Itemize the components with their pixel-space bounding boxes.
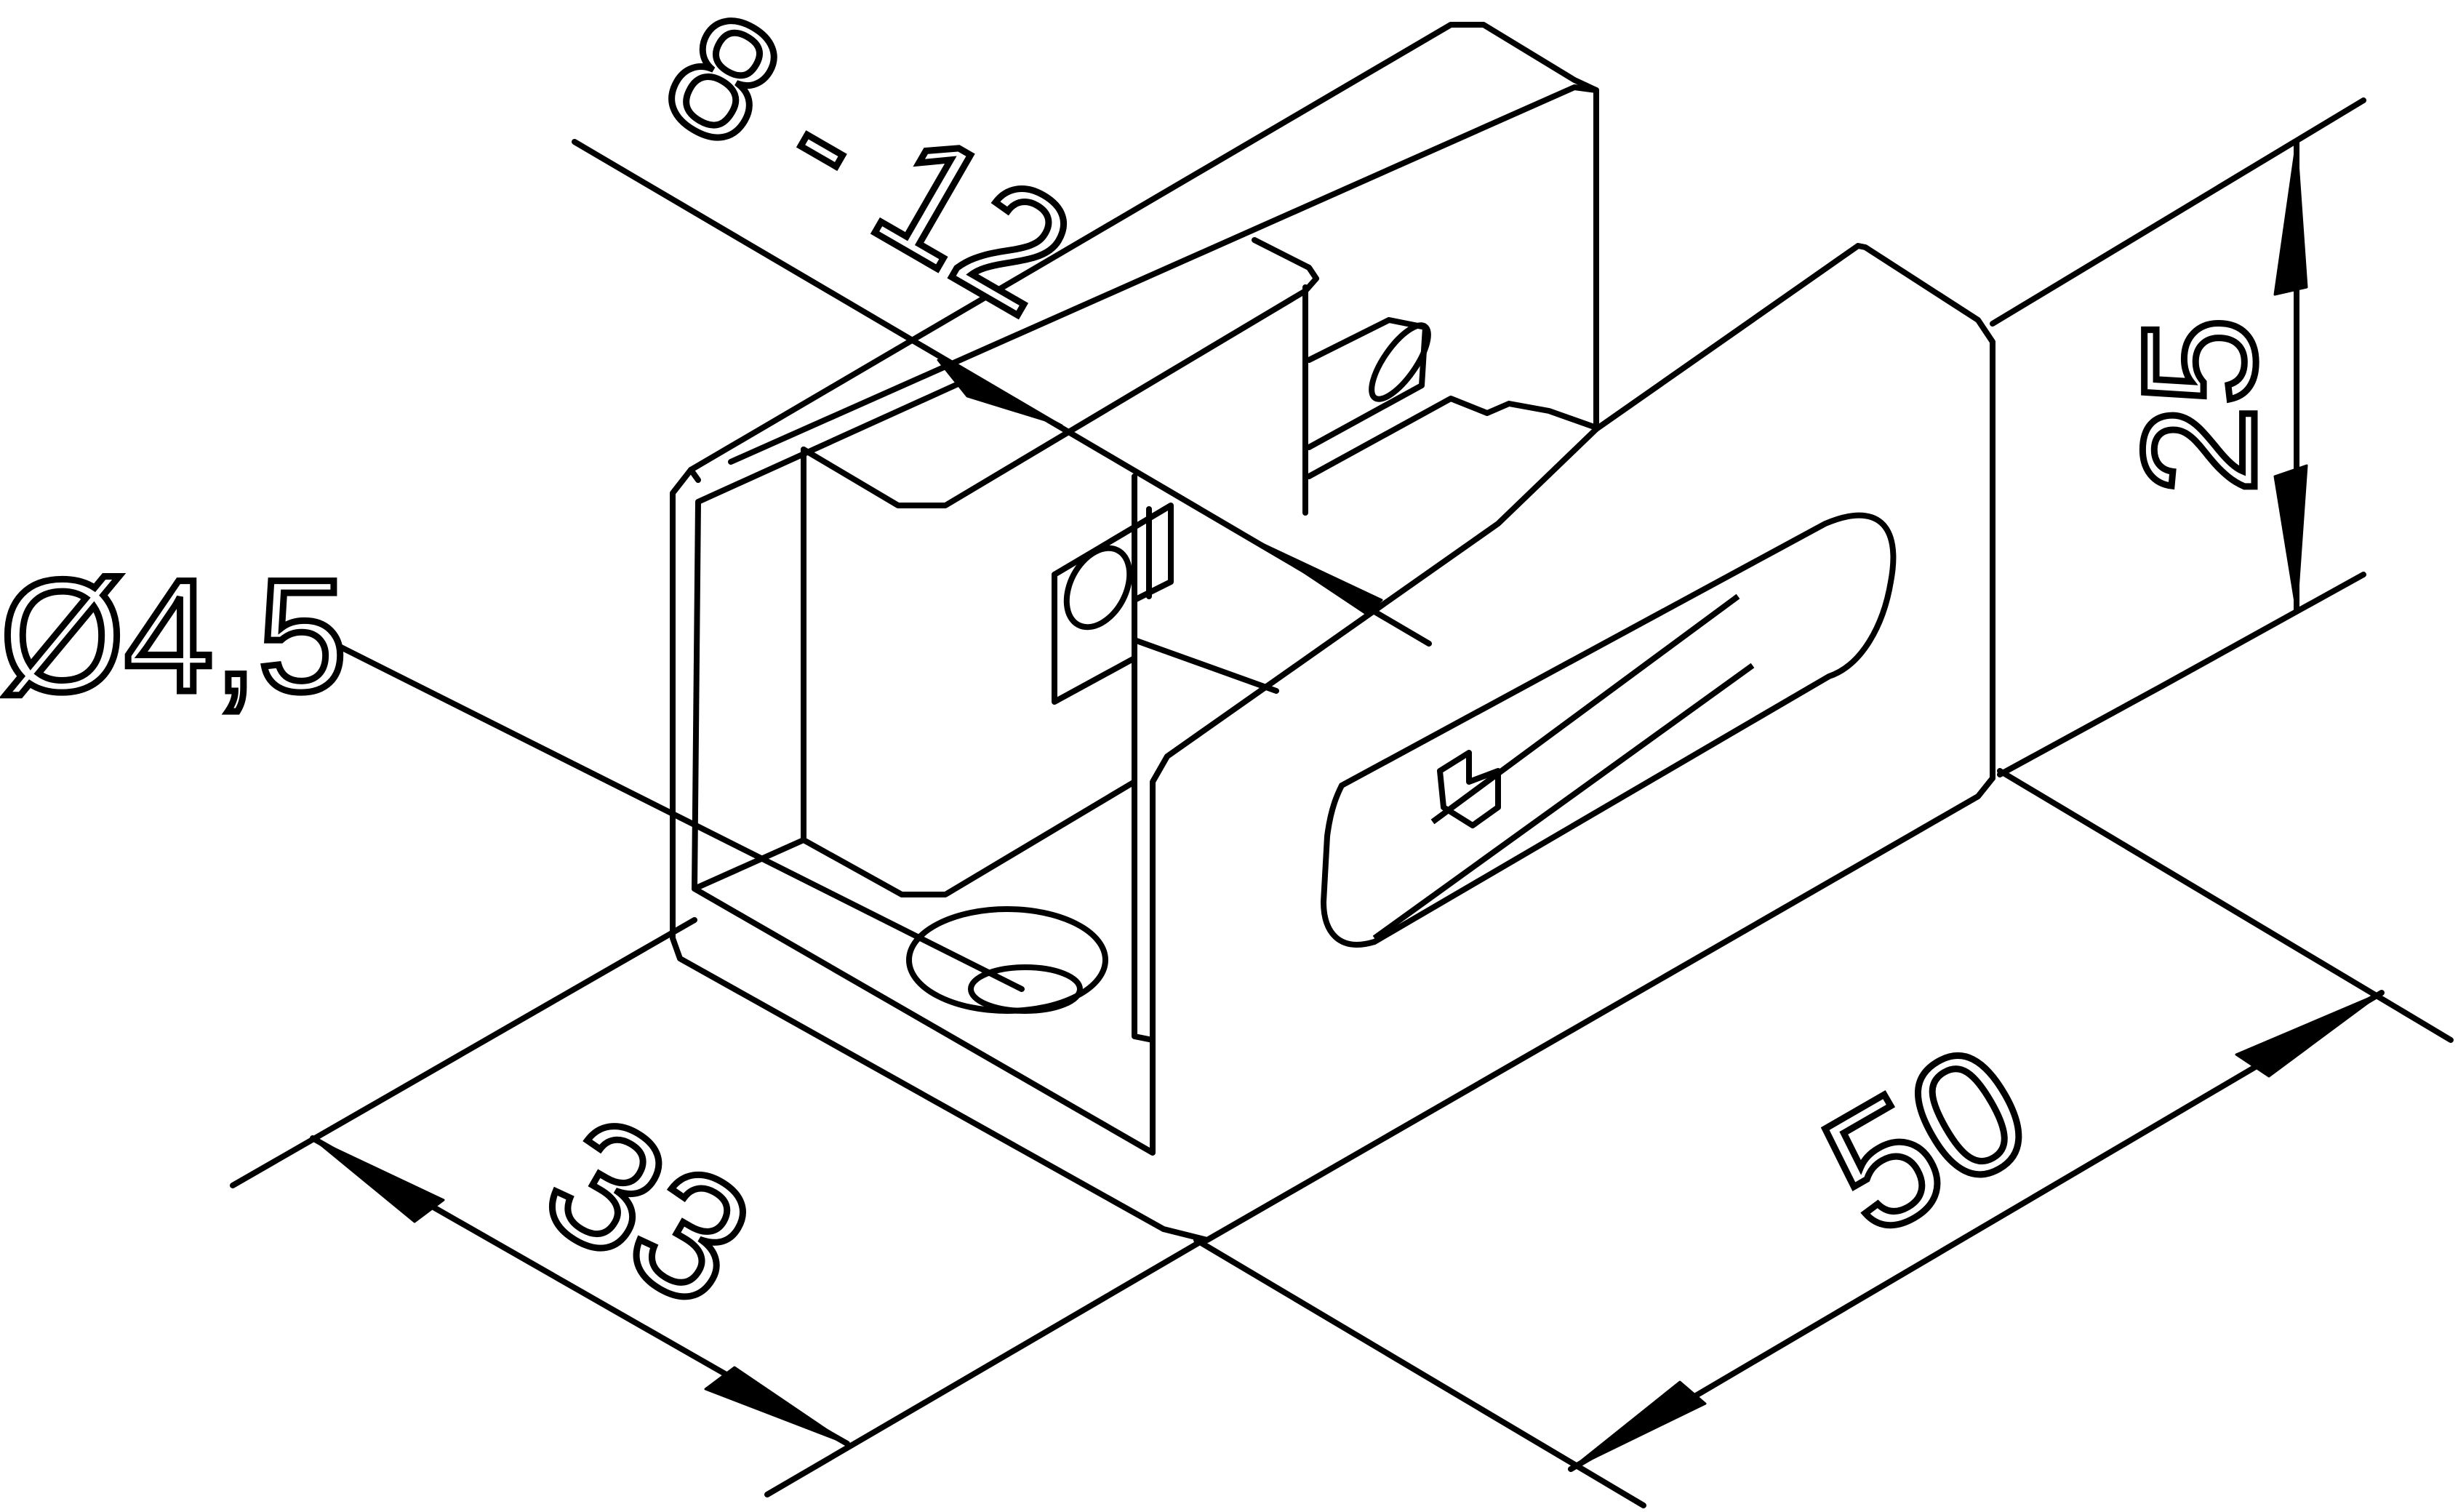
channel-top [1052,503,1174,603]
length-extension-left [1193,1237,1646,1508]
length-arrow-right [2235,991,2383,1078]
dimension-lines [230,97,2454,1508]
round-hole-upper [1063,545,1133,631]
height-arrow-top [2273,140,2308,296]
depth-arrow-bottom [704,1366,849,1445]
height-extension-bottom [1997,572,2366,777]
base-plate-right-face [1593,243,1995,781]
channel-fin [1306,317,1428,450]
left-face-inner-vertical [692,447,1137,897]
height-arrow-bottom [2273,464,2308,612]
round-hole-lower-inner [968,964,1083,1014]
length-extension-right [1997,768,2454,1043]
height-label: 25 [2110,316,2289,495]
long-slot-inner [1372,593,1755,941]
length-label: 50 [1794,1007,2059,1273]
back-plate-front-face [670,467,701,941]
depth-extension-right [764,1237,1206,1497]
depth-arrow-top [311,1137,445,1223]
length-arrow-left [1569,1380,1707,1471]
depth-extension-left [230,917,697,1188]
hole-diameter-label: Ø4,5 [0,546,347,725]
slot-detail [1437,750,1501,828]
slot-range-arrow-left [937,359,1063,427]
holes [906,322,1897,1014]
long-slot [1320,512,1897,948]
length-dimension-line [1568,990,2385,1472]
back-plate-front-edge [728,84,1599,465]
side-hole [1369,322,1431,402]
slot-range-label: 8 - 12 [637,0,1101,351]
slot-range-arrow-right [1257,540,1383,616]
hole-diameter-leader [335,643,1025,992]
leaders [335,139,1432,992]
left-face-top-edge [801,237,1319,508]
channel-bottom [1052,572,1279,705]
base-plate-left [670,775,1995,1243]
center-post [1132,284,1308,1043]
depth-label: 33 [516,1078,782,1344]
height-extension-top [1990,97,2366,327]
